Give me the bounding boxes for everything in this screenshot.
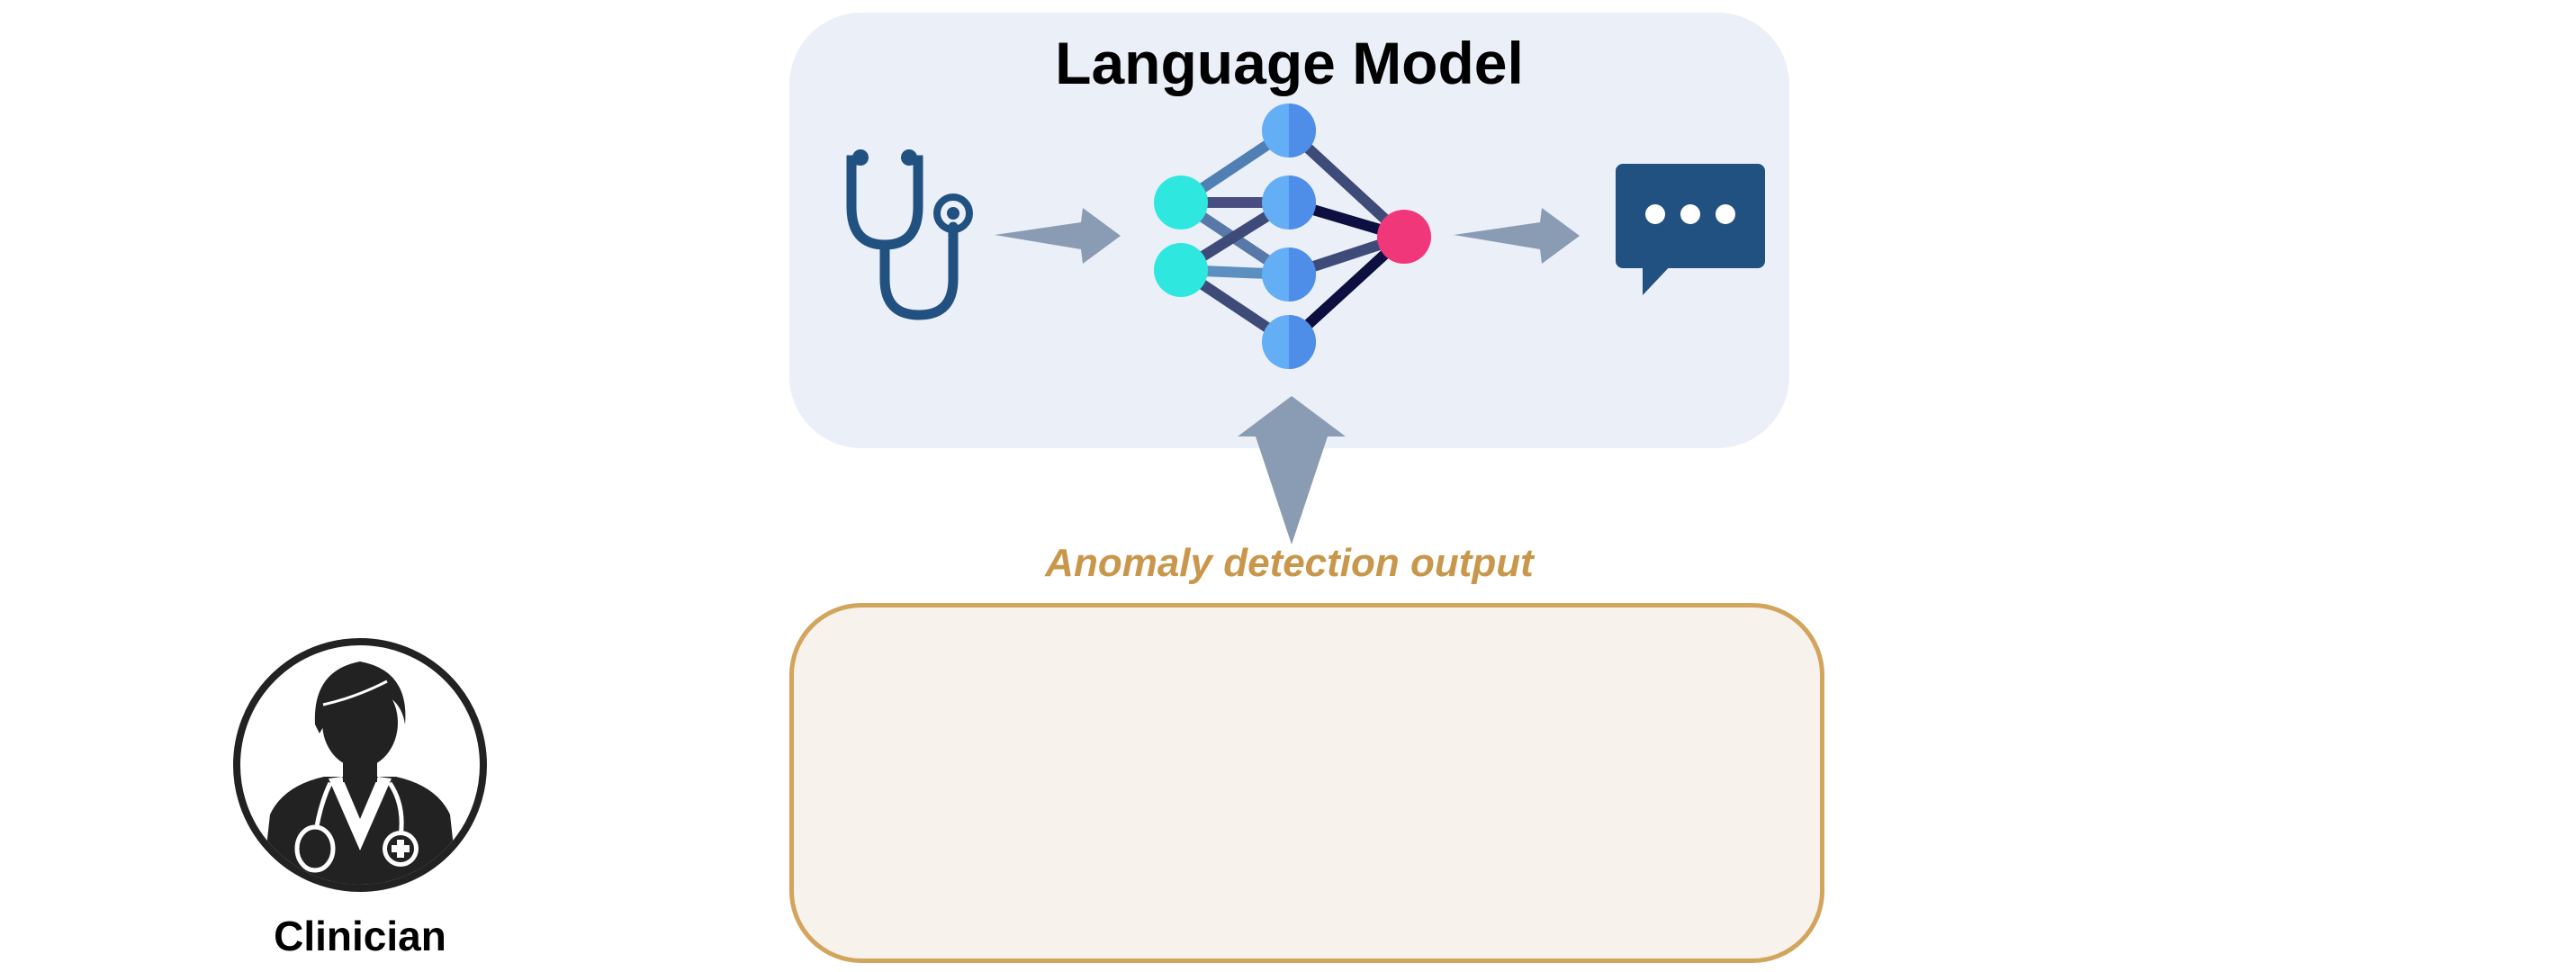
- stethoscope-icon: [846, 149, 973, 320]
- output-arrow-icon: [1454, 208, 1580, 264]
- clinician-label: Clinician: [274, 913, 446, 959]
- language-model-title: Language Model: [1055, 30, 1524, 96]
- anomaly-detection-output-box: [789, 603, 1824, 963]
- doctor-avatar-icon: [233, 638, 487, 892]
- anomaly-detection-label: Anomaly detection output: [1045, 541, 1534, 585]
- anomaly-to-model-arrow-icon: [1238, 396, 1346, 544]
- chat-bubble-icon: [1616, 164, 1765, 295]
- input-arrow-icon: [995, 208, 1121, 264]
- neural-network-icon: [1154, 104, 1431, 369]
